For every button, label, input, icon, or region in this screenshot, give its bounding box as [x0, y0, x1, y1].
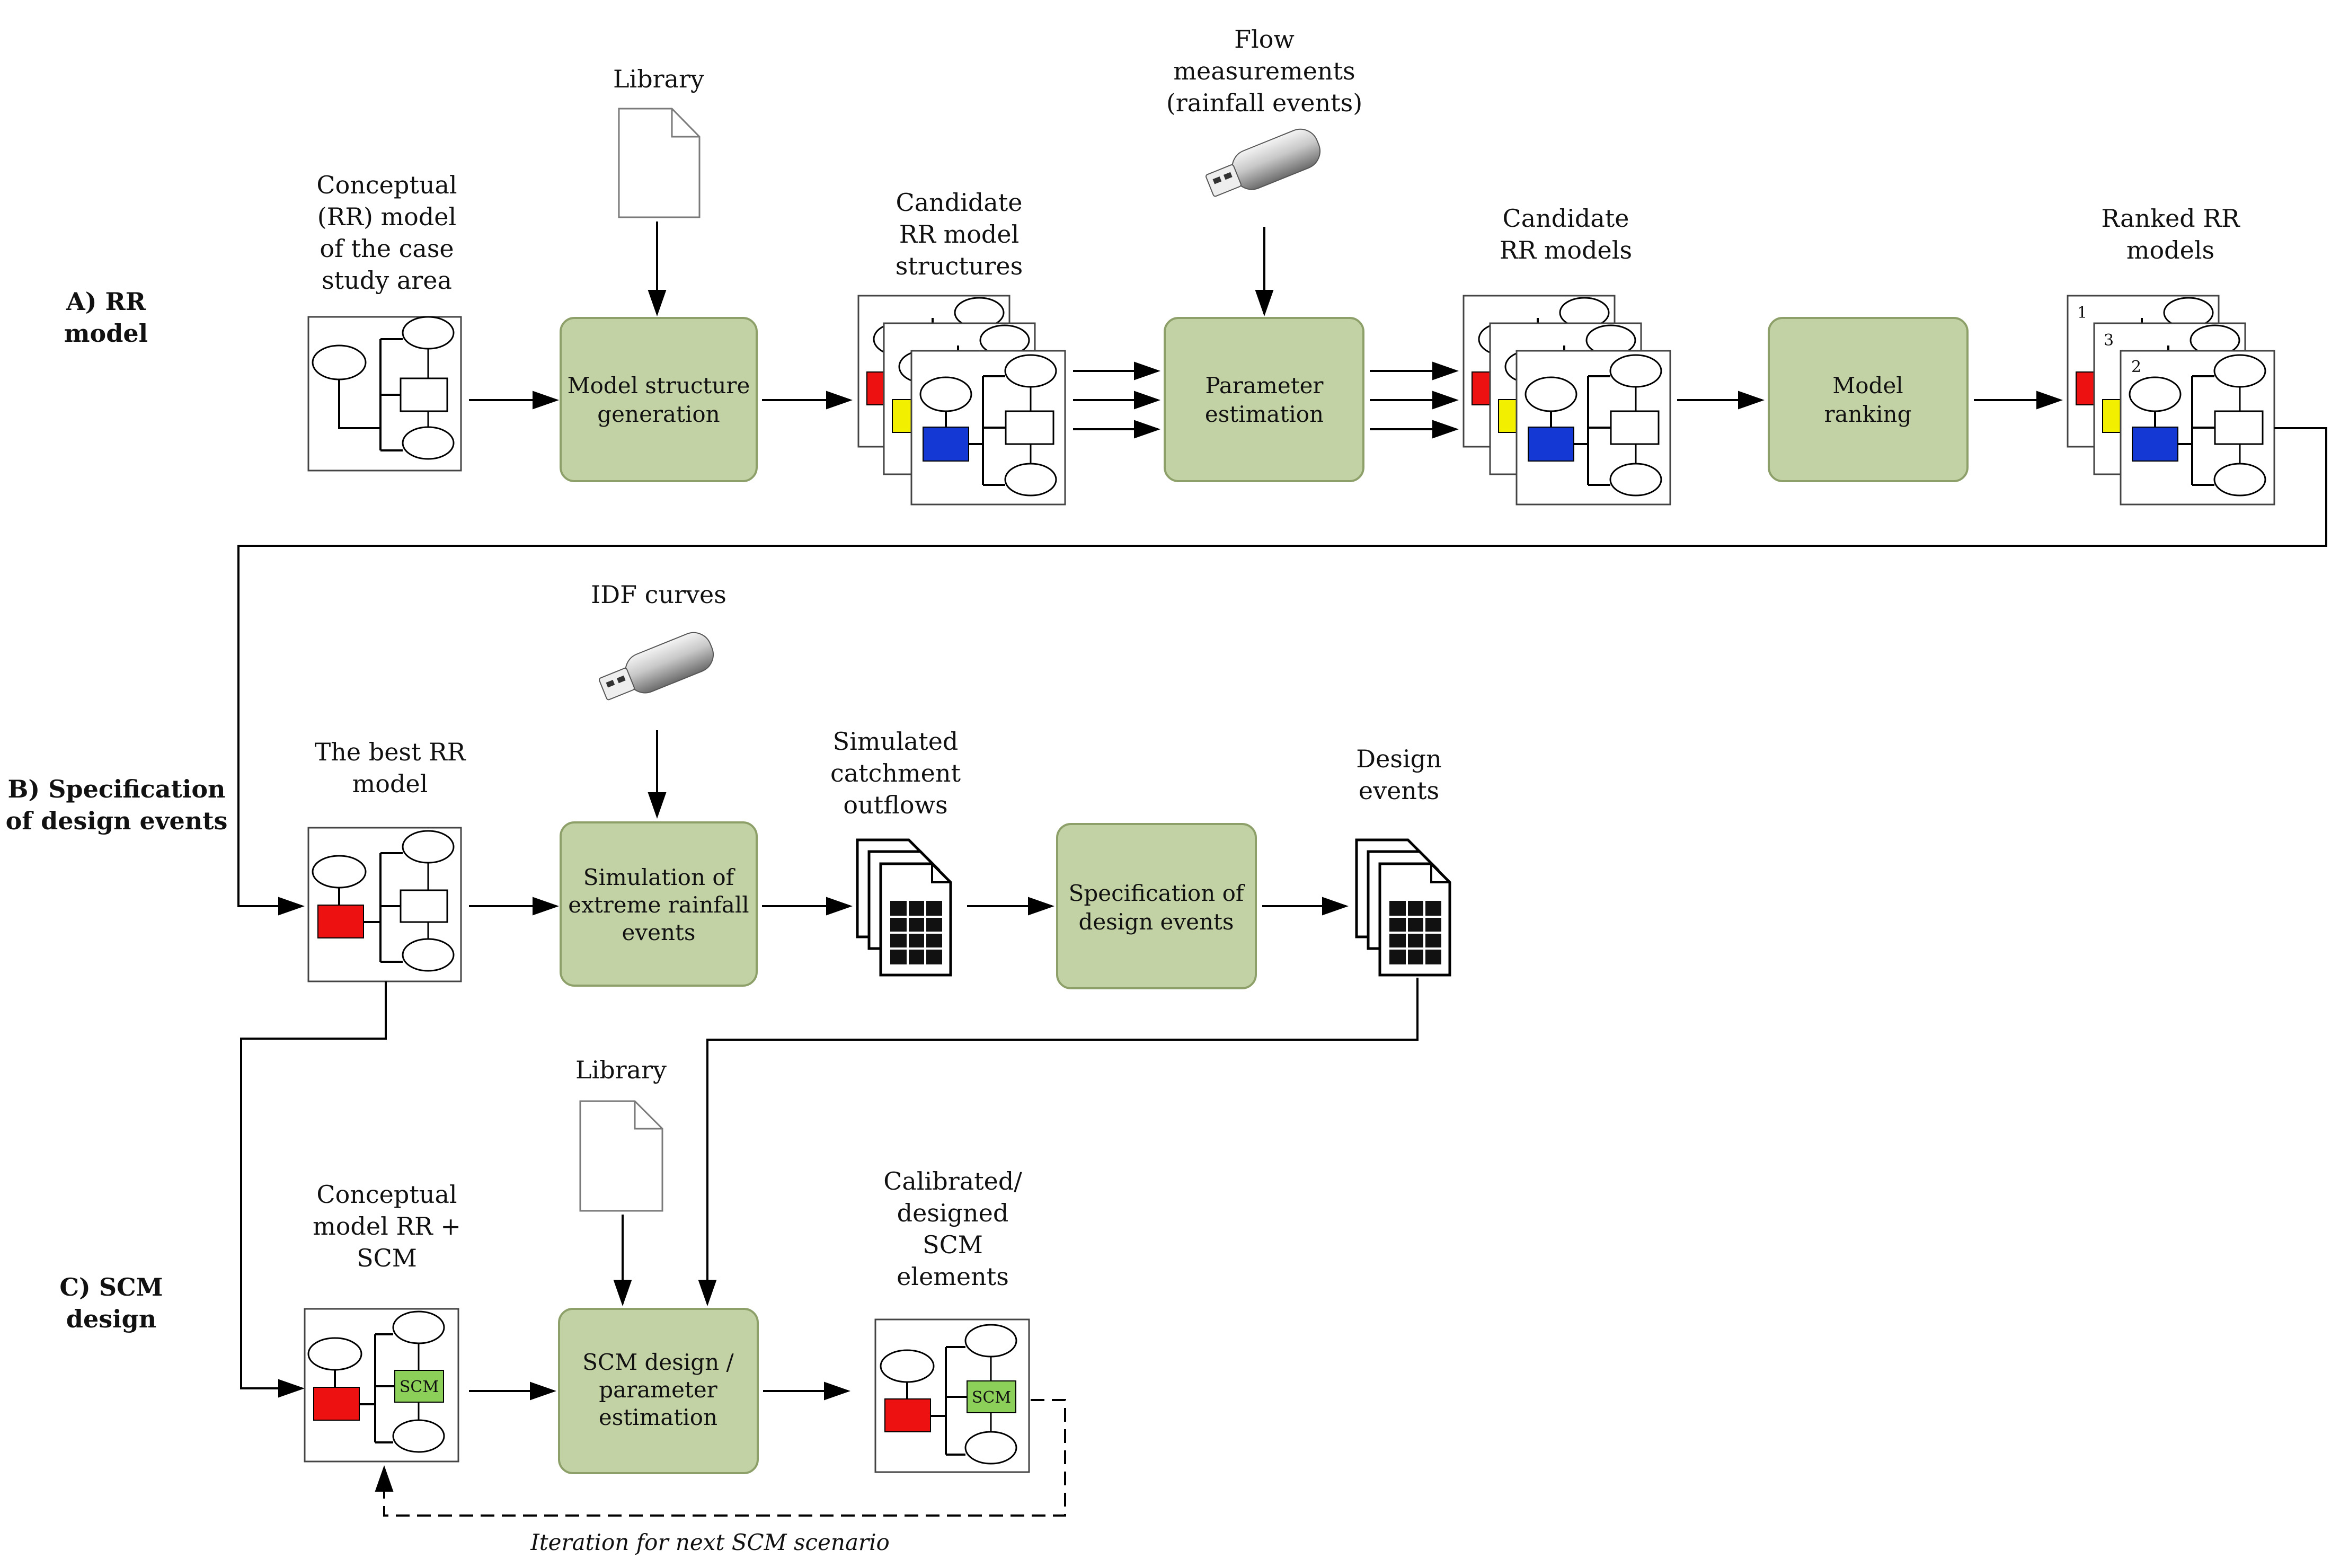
svg-text:Model: Model	[1832, 373, 1903, 398]
svg-text:RR model: RR model	[899, 220, 1020, 249]
svg-text:Ranked RR: Ranked RR	[2101, 204, 2240, 233]
section-c-line1: C) SCM	[59, 1273, 163, 1301]
svg-text:estimation: estimation	[599, 1404, 717, 1430]
iteration-loop-arrow	[375, 1399, 1066, 1517]
section-a-line1: A) RR	[66, 287, 146, 316]
candidate-structures-stack	[857, 295, 1066, 506]
arrows-to-candidate-models	[1370, 361, 1459, 439]
candidate-models-label: Candidate RR models	[1500, 204, 1632, 264]
ranked-models-label: Ranked RR models	[2101, 204, 2240, 264]
section-a-line2: model	[64, 319, 148, 348]
library-top-label: Library	[613, 65, 704, 93]
arrows-to-parameter-estimation	[1073, 361, 1160, 439]
process-scm-design: SCM design / parameter estimation	[558, 1308, 759, 1474]
usb-drive-icon	[1205, 128, 1320, 197]
candidate-structures-label: Candidate RR model structures	[896, 188, 1023, 280]
svg-text:2: 2	[2131, 358, 2141, 376]
svg-text:elements: elements	[897, 1262, 1009, 1291]
svg-text:SCM: SCM	[972, 1388, 1011, 1407]
svg-text:Specification of: Specification of	[1069, 880, 1246, 906]
svg-text:model: model	[352, 769, 428, 798]
svg-text:Simulation of: Simulation of	[583, 864, 736, 890]
svg-text:designed: designed	[897, 1199, 1009, 1227]
svg-text:3: 3	[2104, 331, 2114, 350]
svg-text:Design: Design	[1356, 745, 1442, 773]
svg-text:structures: structures	[896, 252, 1023, 280]
svg-text:1: 1	[2077, 304, 2087, 322]
svg-text:Conceptual: Conceptual	[316, 1180, 457, 1209]
best-model-label: The best RR model	[315, 738, 466, 798]
section-b-line2: of design events	[6, 807, 228, 835]
best-model-card	[307, 827, 462, 982]
design-events-label: Design events	[1356, 745, 1442, 805]
svg-text:events: events	[622, 919, 696, 945]
svg-text:models: models	[2126, 236, 2214, 264]
svg-text:Flow: Flow	[1234, 25, 1295, 54]
svg-text:The best RR: The best RR	[315, 738, 466, 766]
process-parameter-estimation: Parameter estimation	[1164, 317, 1364, 482]
calibrated-scm-label: Calibrated/ designed SCM elements	[883, 1167, 1022, 1291]
svg-text:estimation: estimation	[1205, 401, 1324, 427]
svg-text:catchment: catchment	[830, 759, 961, 787]
svg-text:outflows: outflows	[843, 791, 947, 819]
svg-text:(rainfall events): (rainfall events)	[1166, 88, 1362, 117]
svg-text:SCM design /: SCM design /	[582, 1349, 734, 1375]
section-b-line1: B) Specification	[8, 775, 226, 803]
conceptual-scm-label: Conceptual model RR + SCM	[313, 1180, 461, 1272]
svg-text:SCM: SCM	[357, 1244, 417, 1272]
section-c-line2: design	[66, 1305, 156, 1333]
simulated-outflows-label: Simulated catchment outflows	[830, 727, 961, 819]
svg-text:Simulated: Simulated	[833, 727, 959, 756]
connector-best-to-scm-model	[240, 981, 387, 1398]
flow-measurements-label: Flow measurements (rainfall events)	[1166, 25, 1362, 117]
svg-text:model RR +: model RR +	[313, 1212, 461, 1241]
svg-text:ranking: ranking	[1824, 401, 1912, 427]
process-model-ranking: Model ranking	[1768, 317, 1969, 482]
svg-text:measurements: measurements	[1173, 57, 1355, 85]
svg-text:of the case: of the case	[320, 234, 454, 263]
svg-text:generation: generation	[597, 401, 720, 427]
svg-text:Calibrated/: Calibrated/	[883, 1167, 1022, 1195]
svg-text:design events: design events	[1079, 909, 1234, 935]
svg-text:RR models: RR models	[1500, 236, 1632, 264]
svg-text:study area: study area	[322, 266, 452, 295]
ranked-models-stack: 1 3 2	[2067, 295, 2275, 506]
process-simulation: Simulation of extreme rainfall events	[560, 821, 758, 987]
conceptual-rr-label: Conceptual (RR) model of the case study …	[316, 171, 457, 295]
process-specification-design-events: Specification of design events	[1056, 823, 1257, 989]
calibrated-scm-card: SCM	[874, 1318, 1030, 1473]
spreadsheet-stack-icon	[856, 838, 952, 977]
svg-text:(RR) model: (RR) model	[317, 202, 456, 231]
svg-text:Parameter: Parameter	[1205, 373, 1324, 398]
svg-text:SCM: SCM	[923, 1230, 983, 1259]
svg-text:parameter: parameter	[599, 1377, 717, 1403]
svg-text:Conceptual: Conceptual	[316, 171, 457, 199]
conceptual-model-card	[307, 316, 462, 472]
connector-events-to-scm-design	[698, 978, 1419, 1306]
usb-drive-idf-icon	[598, 632, 714, 701]
library-bottom-document-icon	[579, 1100, 663, 1212]
library-document-icon	[618, 108, 701, 218]
connector-ranked-to-best	[237, 427, 2327, 916]
svg-text:events: events	[1359, 776, 1439, 805]
idf-curves-label: IDF curves	[591, 580, 726, 609]
conceptual-scm-card: SCM	[304, 1308, 459, 1463]
library-bottom-label: Library	[575, 1056, 667, 1084]
design-events-spreadsheet-icon	[1355, 838, 1451, 977]
svg-text:Candidate: Candidate	[1503, 204, 1629, 233]
svg-text:SCM: SCM	[400, 1378, 439, 1396]
candidate-models-stack	[1462, 295, 1671, 506]
svg-text:Model structure: Model structure	[568, 373, 750, 398]
svg-text:extreme rainfall: extreme rainfall	[568, 892, 749, 918]
iteration-label: Iteration for next SCM scenario	[530, 1529, 890, 1555]
svg-text:Candidate: Candidate	[896, 188, 1023, 217]
process-model-structure-generation: Model structure generation	[560, 317, 758, 482]
